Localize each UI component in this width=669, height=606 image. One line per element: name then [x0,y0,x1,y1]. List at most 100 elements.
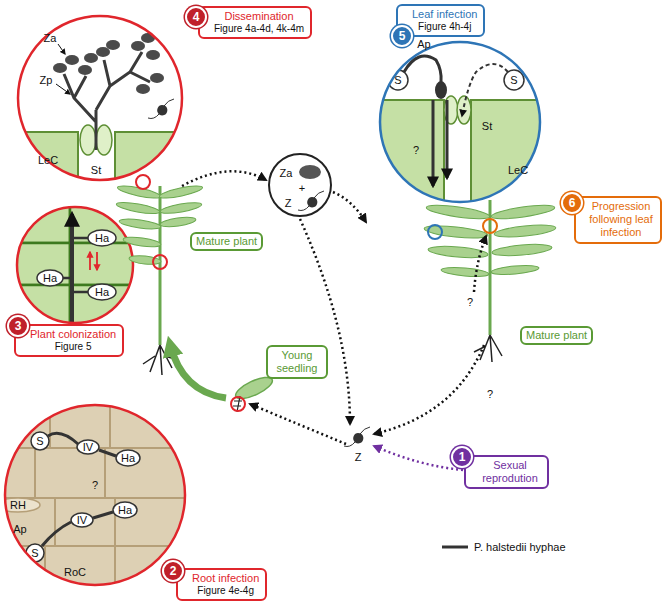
cycle-arrows [182,171,266,186]
plant-colonization-magnification [88,284,116,300]
cycle-arrows [374,345,484,434]
spore-label: Z [285,197,292,210]
plant-colonization-magnification [10,205,70,243]
figure-reference: Figure 4e-4g [192,585,259,597]
dissemination-magnification [18,16,182,180]
stage-callout: Sexual reprodution [464,455,549,489]
mature-plant-left [159,184,204,201]
root-infection-magnification [0,400,190,596]
stage-title: Leaf infection [412,8,477,21]
plant-stage-label: Mature plant [520,326,593,345]
root-infection-magnification [0,400,50,448]
root-infection-magnification [31,432,49,450]
mature-plant-right [491,203,556,222]
cycle-arrows [474,236,486,292]
mature-plant-right [474,335,502,362]
mature-plant-left [117,184,162,201]
plant-stage-label: Mature plant [190,232,263,251]
figure-reference: Figure 4a-4d, 4k-4m [214,23,304,35]
unknown-mark: ? [92,479,98,491]
plant-stage-text: Mature plant [526,329,587,342]
dissemination-magnification [10,16,195,212]
plant-colonization-magnification [70,243,140,285]
step-number: 2 [162,560,184,582]
mature-plant-left [116,175,204,375]
figure-reference: Figure 5 [30,341,116,353]
structure-label: Ha [95,286,109,298]
root-infection-magnification [71,513,93,527]
root-infection-magnification [0,546,45,596]
dissemination-magnification [58,44,65,54]
plant-colonization-magnification [37,270,63,286]
young-seedling [231,397,245,411]
step-number: 3 [7,315,29,337]
plant-colonization-magnification [17,207,133,323]
dissemination-magnification [64,52,150,150]
cycle-arrows [300,219,350,424]
structure-label: LeC [38,154,58,166]
mature-plant-left [153,255,167,269]
step-number-text: 5 [399,29,406,43]
leaf-infection-magnification [435,81,447,99]
structure-label: RH [10,499,26,511]
structure-label: Ha [121,452,135,464]
legend-text: P. halstedii hyphae [474,541,566,553]
stage-title: Progression following leaf infection [586,200,656,240]
root-infection-magnification [0,400,190,596]
young-seedling [170,344,226,398]
stage-callout: Root infectionFigure 4e-4g [176,568,267,601]
root-infection-magnification [77,440,99,454]
figure-reference: Figure 4h-4j [412,21,477,33]
dissemination-magnification [65,55,79,65]
dissemination-magnification [96,47,110,57]
stage-callout: DisseminationFigure 4a-4d, 4k-4m [198,6,312,39]
root-infection-magnification [5,405,185,585]
legend-line-sample [442,546,468,549]
dissemination-magnification [18,16,182,180]
root-infection-magnification [93,512,113,518]
dissemination-magnification [53,63,67,73]
cycle-arrows [182,171,486,470]
structure-label: Ha [43,272,57,284]
structure-label: Za [44,32,57,44]
root-infection-magnification [48,433,78,444]
step-number: 1 [451,446,473,468]
plant-colonization-magnification [96,252,98,270]
root-infection-magnification [0,400,190,596]
leaf-infection-magnification [446,100,449,178]
mature-plant-left [119,217,162,231]
structure-label: S [36,435,43,447]
step-number: 6 [561,192,583,214]
root-infection-magnification [26,544,44,562]
root-infection-magnification [42,522,71,546]
unknown-mark: ? [413,144,419,156]
leaf-infection-magnification [457,96,471,124]
mature-plant-right [428,225,442,239]
structure-label: Ha [118,504,132,516]
legend-swatch [440,541,470,553]
stage-title: Plant colonization [30,328,116,341]
step-number: 4 [185,6,207,28]
root-infection-magnification [45,546,115,596]
structure-label: Zp [40,74,53,86]
dissemination-magnification [136,84,150,94]
structure-label: S [394,74,401,86]
structure-label: LeC [508,164,528,176]
root-infection-magnification [116,450,140,466]
stage-title: Sexual reprodution [478,459,542,485]
leaf-infection-magnification [432,100,435,186]
structure-label: Ha [95,232,109,244]
structure-label: St [482,120,492,132]
step-number-text: 2 [170,564,177,578]
mature-plant-right [424,203,557,278]
leaf-infection-magnification [462,64,508,116]
structure-label: S [31,547,38,559]
plant-colonization-magnification [70,214,74,330]
plus-sign: + [299,182,305,195]
mature-plant-left [136,175,150,189]
structure-label: RoC [64,566,86,578]
mature-plant-left [116,200,161,216]
root-infection-magnification [113,502,137,518]
unknown-mark: ? [487,388,493,400]
mature-plant-right [483,219,497,233]
